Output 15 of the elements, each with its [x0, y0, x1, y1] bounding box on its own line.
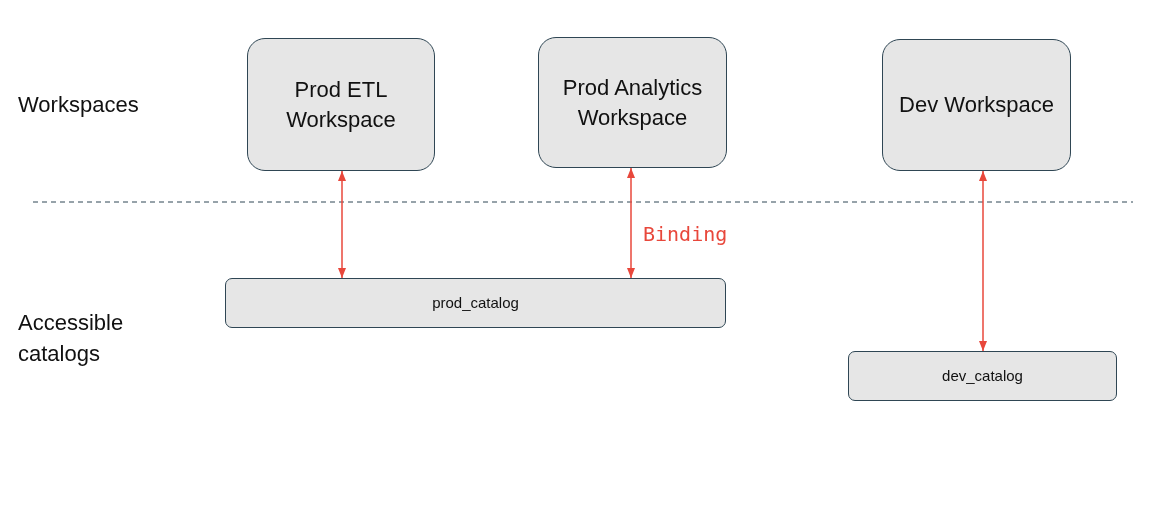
node-label: Prod ETL Workspace — [285, 75, 397, 134]
double-arrow — [979, 170, 987, 352]
node-label: prod_catalog — [432, 292, 519, 313]
workspace-box — [538, 37, 727, 168]
row-label: Workspaces — [18, 91, 140, 119]
double-arrow — [338, 170, 346, 279]
double-arrow — [627, 167, 635, 279]
node-label: Dev Workspace — [899, 91, 1054, 120]
node-label: dev_catalog — [942, 365, 1023, 386]
workspace-box — [247, 38, 435, 171]
workspace-box — [882, 39, 1071, 171]
catalog-box — [848, 351, 1117, 401]
catalog-box — [225, 278, 726, 328]
row-label: Accessible catalogs — [18, 309, 125, 368]
node-label: Prod Analytics Workspace — [561, 73, 704, 132]
